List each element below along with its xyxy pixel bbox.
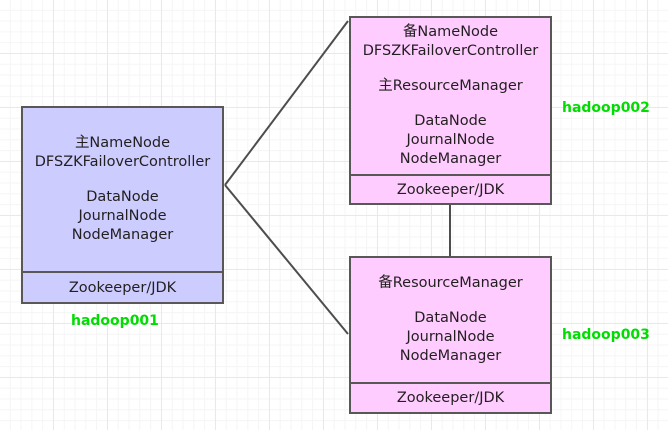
node-hadoop001-roles: 主NameNode DFSZKFailoverController DataNo…: [23, 108, 222, 271]
node-hadoop002[interactable]: 备NameNode DFSZKFailoverController 主Resou…: [349, 16, 552, 205]
role-nodemanager: NodeManager: [399, 348, 502, 364]
node-hadoop003-footer: Zookeeper/JDK: [351, 382, 550, 412]
footer-zookeeper-jdk: Zookeeper/JDK: [396, 390, 505, 406]
node-hadoop001-footer: Zookeeper/JDK: [23, 271, 222, 302]
role-resourcemanager-standby: 备ResourceManager: [378, 275, 523, 291]
role-nodemanager: NodeManager: [399, 151, 502, 167]
host-label-hadoop002: hadoop002: [562, 100, 650, 116]
role-nodemanager: NodeManager: [71, 227, 174, 243]
node-hadoop002-roles: 备NameNode DFSZKFailoverController 主Resou…: [351, 18, 550, 174]
edge-hadoop001-to-hadoop003: [224, 184, 349, 335]
node-hadoop003[interactable]: 备ResourceManager DataNode JournalNode No…: [349, 256, 552, 414]
role-namenode-primary: 主NameNode: [74, 135, 171, 151]
role-datanode: DataNode: [414, 113, 487, 129]
role-journalnode: JournalNode: [406, 132, 495, 148]
footer-zookeeper-jdk: Zookeeper/JDK: [68, 279, 177, 296]
role-dfszkfailovercontroller: DFSZKFailoverController: [362, 43, 539, 59]
host-label-hadoop001: hadoop001: [71, 313, 159, 329]
node-hadoop002-footer: Zookeeper/JDK: [351, 174, 550, 203]
role-dfszkfailovercontroller: DFSZKFailoverController: [34, 154, 211, 170]
node-hadoop001[interactable]: 主NameNode DFSZKFailoverController DataNo…: [21, 106, 224, 304]
role-journalnode: JournalNode: [406, 329, 495, 345]
node-hadoop003-roles: 备ResourceManager DataNode JournalNode No…: [351, 258, 550, 382]
footer-zookeeper-jdk: Zookeeper/JDK: [396, 181, 505, 198]
role-namenode-standby: 备NameNode: [402, 24, 499, 40]
role-journalnode: JournalNode: [78, 208, 167, 224]
role-datanode: DataNode: [86, 189, 159, 205]
host-label-hadoop003: hadoop003: [562, 327, 650, 343]
role-resourcemanager-primary: 主ResourceManager: [378, 78, 523, 94]
role-datanode: DataNode: [414, 310, 487, 326]
edge-hadoop001-to-hadoop002: [224, 20, 349, 186]
